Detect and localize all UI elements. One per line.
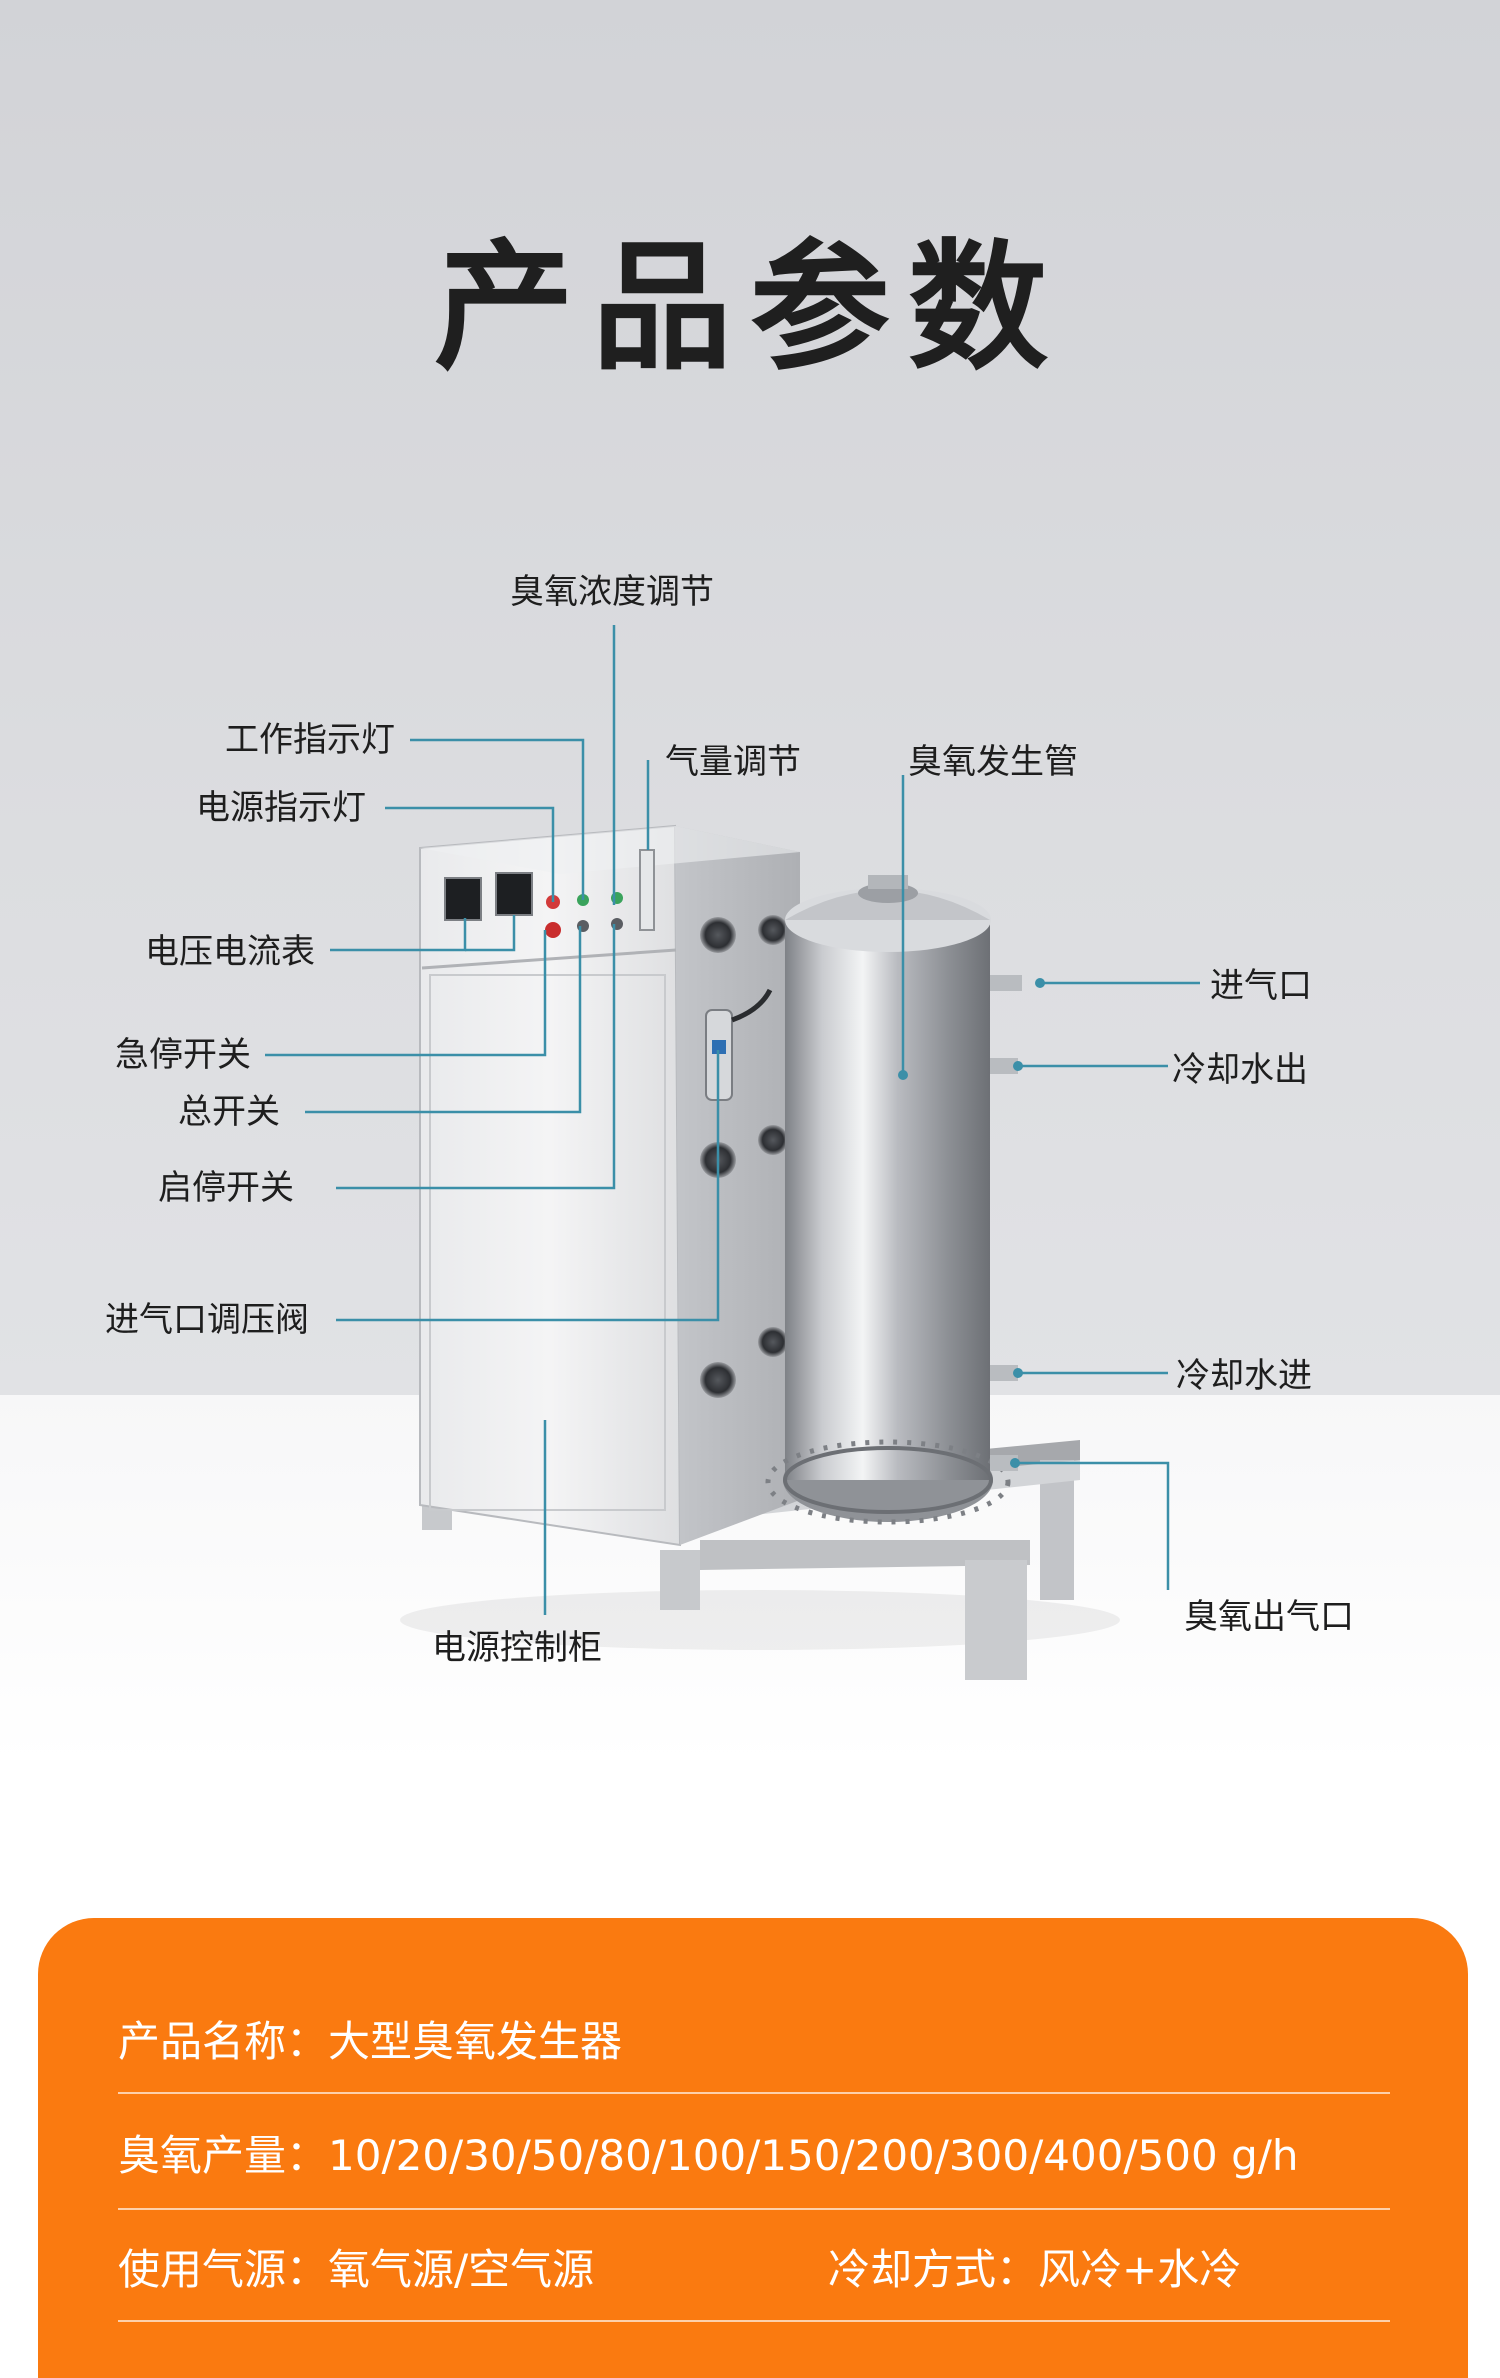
ozone-tube-body — [765, 875, 1022, 1525]
label-emergency-stop: 急停开关 — [115, 1035, 251, 1075]
spec-divider — [118, 2208, 1390, 2210]
spec-source-value: 氧气源/空气源 — [328, 2245, 595, 2294]
label-power-cabinet: 电源控制柜 — [432, 1628, 602, 1668]
label-power-indicator: 电源指示灯 — [196, 788, 366, 828]
spec-output-label: 臭氧产量： — [118, 2131, 329, 2180]
spec-row-name: 产品名称：大型臭氧发生器 — [118, 2016, 622, 2068]
spec-divider — [118, 2320, 1390, 2322]
leader-lines — [265, 625, 1200, 1615]
machine-diagram — [265, 625, 1200, 1680]
label-work-indicator: 工作指示灯 — [225, 720, 395, 760]
label-cooling-water-in: 冷却水进 — [1176, 1356, 1312, 1396]
spec-cooling-label: 冷却方式： — [828, 2245, 1039, 2294]
label-gas-inlet: 进气口 — [1210, 966, 1312, 1006]
spec-panel: 产品名称：大型臭氧发生器 臭氧产量：10/20/30/50/80/100/150… — [38, 1918, 1468, 2378]
label-start-stop-switch: 启停开关 — [158, 1168, 294, 1208]
label-inlet-pressure-valve: 进气口调压阀 — [105, 1300, 309, 1340]
spec-divider — [118, 2092, 1390, 2094]
label-ozone-outlet: 臭氧出气口 — [1184, 1597, 1354, 1637]
spec-cooling-value: 风冷+水冷 — [1038, 2245, 1242, 2294]
label-gas-flow-adjust: 气量调节 — [665, 742, 801, 782]
label-main-switch: 总开关 — [178, 1092, 280, 1132]
label-cooling-water-out: 冷却水出 — [1172, 1050, 1308, 1090]
page-title: 产品参数 — [433, 227, 1066, 390]
label-ozone-tube: 臭氧发生管 — [908, 742, 1078, 782]
power-cabinet-body — [419, 824, 800, 1547]
label-ozone-concentration-adjust: 臭氧浓度调节 — [510, 572, 714, 612]
label-volt-amp-meter: 电压电流表 — [145, 932, 315, 972]
spec-output-value: 10/20/30/50/80/100/150/200/300/400/500 g… — [328, 2131, 1299, 2180]
spec-name-value: 大型臭氧发生器 — [328, 2017, 623, 2066]
spec-row-source-cooling: 使用气源：氧气源/空气源 冷却方式：风冷+水冷 — [118, 2244, 1388, 2296]
spec-source-label: 使用气源： — [118, 2245, 329, 2294]
spec-row-output: 臭氧产量：10/20/30/50/80/100/150/200/300/400/… — [118, 2130, 1299, 2182]
spec-name-label: 产品名称： — [118, 2017, 329, 2066]
spec-cooling: 冷却方式：风冷+水冷 — [828, 2244, 1241, 2296]
